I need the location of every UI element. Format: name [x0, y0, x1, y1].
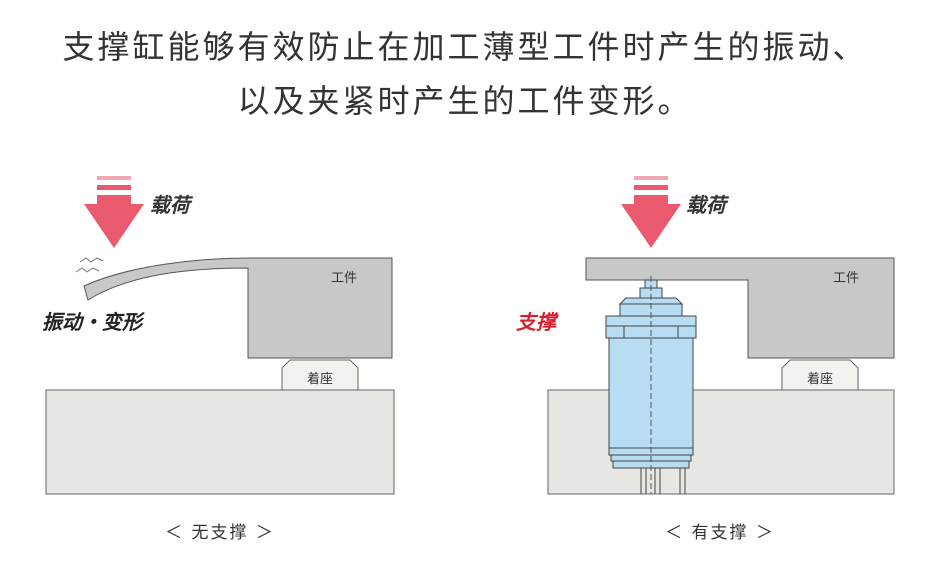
left-workpiece — [83, 257, 393, 359]
right-workpiece-label: 工件 — [833, 271, 859, 286]
left-base — [45, 389, 395, 495]
right-workpiece — [585, 257, 895, 359]
right-seat-label: 着座 — [807, 371, 833, 387]
left-seat-label: 着座 — [307, 371, 333, 387]
left-panel: 着座 工件 载荷 振动・变形 — [42, 176, 395, 495]
left-workpiece-label: 工件 — [331, 271, 357, 286]
right-load-arrow-icon — [621, 176, 681, 248]
left-load-label: 载荷 — [150, 193, 194, 217]
right-panel: 着座 工件 — [516, 176, 895, 495]
vibration-label: 振动・变形 — [42, 310, 145, 334]
support-label: 支撑 — [516, 310, 559, 334]
vibration-marks — [75, 257, 104, 273]
caption-no-support: ＜ 无支撑 ＞ — [165, 523, 275, 543]
support-cylinder — [605, 276, 697, 494]
left-seat — [281, 359, 359, 391]
caption-with-support: ＜ 有支撑 ＞ — [665, 523, 775, 543]
headline-line-1: 支撑缸能够有效防止在加工薄型工件时产生的振动、 — [62, 28, 868, 66]
right-seat — [781, 359, 859, 391]
left-load-arrow-icon — [84, 176, 144, 248]
right-load-label: 载荷 — [686, 193, 730, 217]
headline-line-2: 以及夹紧时产生的工件变形。 — [237, 82, 693, 120]
right-base — [547, 389, 895, 495]
